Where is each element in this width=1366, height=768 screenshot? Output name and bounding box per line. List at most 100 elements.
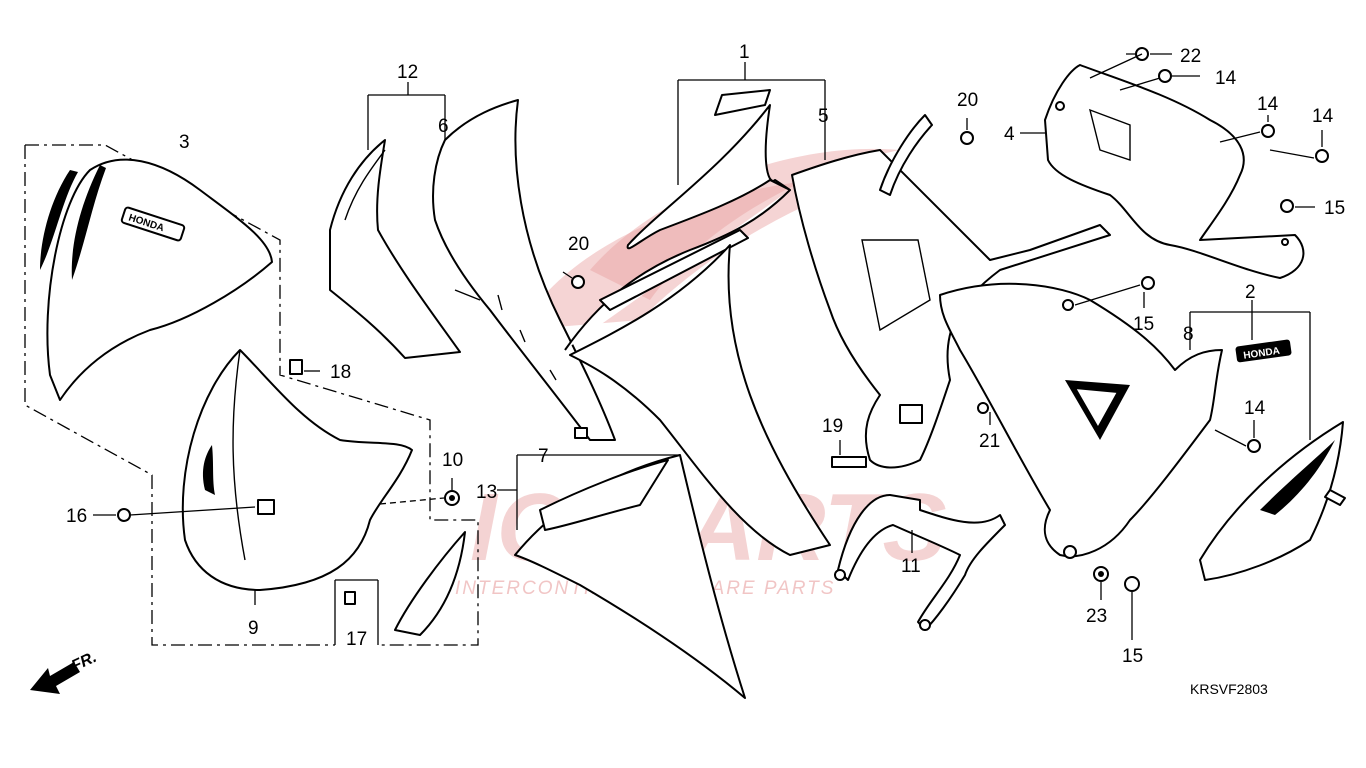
part-7-13 bbox=[497, 454, 746, 699]
leader-14c bbox=[1269, 130, 1323, 159]
callout-14d: 14 bbox=[1244, 398, 1266, 419]
callout-21: 21 bbox=[979, 431, 1000, 452]
screw-15c bbox=[1124, 576, 1140, 592]
front-arrow: FR. bbox=[30, 649, 99, 694]
callout-4: 4 bbox=[1004, 124, 1015, 145]
callout-1: 1 bbox=[739, 42, 750, 63]
leader-14a bbox=[1119, 75, 1200, 91]
leader-15b bbox=[1074, 284, 1145, 308]
frame-stay bbox=[879, 114, 933, 196]
leader-1-5 bbox=[677, 62, 826, 185]
washer-23-hole bbox=[1098, 571, 1104, 577]
inner-cover-recess bbox=[1088, 108, 1131, 161]
shroud-vent-inner bbox=[1074, 387, 1119, 429]
cowl-grommet bbox=[257, 499, 275, 515]
side-decal-stripe bbox=[1260, 440, 1335, 515]
inner-cover-3 bbox=[46, 158, 273, 401]
screw-15a bbox=[1280, 199, 1294, 213]
cowl-insert-13 bbox=[539, 459, 669, 531]
part-4 bbox=[1020, 64, 1305, 279]
leader-12 bbox=[367, 82, 446, 170]
callout-6: 6 bbox=[438, 116, 449, 137]
callout-17: 17 bbox=[346, 629, 367, 650]
frame-window bbox=[861, 239, 931, 332]
cowl-tab bbox=[574, 427, 588, 439]
callout-9: 9 bbox=[248, 618, 259, 639]
inner-cover-hole-2 bbox=[1281, 238, 1289, 246]
part-9 bbox=[181, 349, 413, 605]
bracket-hole-1 bbox=[834, 569, 846, 581]
shroud-hole bbox=[1062, 299, 1074, 311]
upper-cover-outline bbox=[564, 104, 791, 351]
screw-14c bbox=[1315, 149, 1329, 163]
part-6-12 bbox=[329, 82, 461, 359]
front-arrow-icon bbox=[30, 662, 80, 694]
screw-21 bbox=[977, 402, 989, 414]
emblem-2: HONDA bbox=[1235, 300, 1292, 363]
callout-3: 3 bbox=[179, 132, 190, 153]
clip-17 bbox=[344, 591, 356, 605]
fasteners-right bbox=[1074, 47, 1329, 640]
callout-labels: 1 2 3 4 5 6 7 8 9 10 11 12 13 14 14 14 1… bbox=[66, 42, 1345, 667]
dash-10 bbox=[379, 497, 445, 505]
leader-22 bbox=[1089, 53, 1172, 79]
callout-19: 19 bbox=[822, 416, 843, 437]
small-side-piece bbox=[394, 531, 466, 636]
leader-14d bbox=[1214, 420, 1255, 447]
front-cowl-9 bbox=[181, 349, 413, 591]
callout-11: 11 bbox=[901, 556, 921, 577]
honda-emblem-on-3 bbox=[120, 206, 186, 242]
side-shroud-8 bbox=[939, 282, 1223, 558]
callout-13: 13 bbox=[476, 482, 497, 503]
grommet-10-hole bbox=[449, 495, 455, 501]
cowl-vent bbox=[202, 445, 215, 495]
diagram-code: KRSVF2803 bbox=[1190, 681, 1268, 697]
callout-22: 22 bbox=[1180, 46, 1201, 67]
honda-emblem-2 bbox=[1235, 339, 1292, 363]
callout-14a: 14 bbox=[1215, 68, 1237, 89]
side-panel-contour bbox=[344, 149, 386, 221]
part-1-5 bbox=[564, 62, 831, 556]
screw-20a bbox=[571, 275, 585, 289]
callout-8: 8 bbox=[1183, 324, 1194, 345]
leader-14b bbox=[1219, 115, 1269, 143]
shroud-hole-2 bbox=[1063, 545, 1077, 559]
fasteners-left bbox=[93, 271, 585, 645]
callout-20a: 20 bbox=[568, 234, 589, 255]
screw-14a bbox=[1158, 69, 1172, 83]
cover-strip bbox=[599, 229, 749, 311]
callout-15a: 15 bbox=[1324, 198, 1345, 219]
frame-bracket bbox=[899, 404, 923, 424]
screw-14b bbox=[1261, 124, 1275, 138]
clip-18 bbox=[289, 359, 303, 375]
callout-5: 5 bbox=[818, 106, 829, 127]
callout-16: 16 bbox=[66, 506, 87, 527]
screw-16-head bbox=[117, 508, 131, 522]
leader-17 bbox=[334, 579, 379, 645]
decal-stripe-2 bbox=[71, 165, 106, 280]
screw-20a-shank bbox=[562, 271, 573, 279]
emblem-text-2: HONDA bbox=[1243, 346, 1281, 362]
label-1 bbox=[714, 89, 771, 116]
bolt-19 bbox=[831, 456, 867, 468]
callout-10: 10 bbox=[442, 450, 463, 471]
callout-14c: 14 bbox=[1312, 106, 1334, 127]
screw-20b bbox=[960, 131, 974, 145]
part-8 bbox=[939, 282, 1311, 559]
side-decal-piece bbox=[1199, 421, 1346, 581]
bracket-hole-2 bbox=[919, 619, 931, 631]
callout-15c: 15 bbox=[1122, 646, 1143, 667]
cowl-clips bbox=[454, 289, 557, 381]
callout-2: 2 bbox=[1245, 282, 1256, 303]
part-3-group: HONDA bbox=[24, 144, 479, 646]
leader-7-13 bbox=[497, 454, 680, 530]
leader-8-2 bbox=[1189, 311, 1311, 440]
callout-18: 18 bbox=[330, 362, 351, 383]
callout-23: 23 bbox=[1086, 606, 1107, 627]
side-panel-6 bbox=[329, 139, 461, 359]
leader-16 bbox=[93, 506, 256, 516]
callout-20b: 20 bbox=[957, 90, 978, 111]
inner-cover-hole bbox=[1055, 101, 1065, 111]
upper-inner-cover-4 bbox=[1044, 64, 1305, 279]
